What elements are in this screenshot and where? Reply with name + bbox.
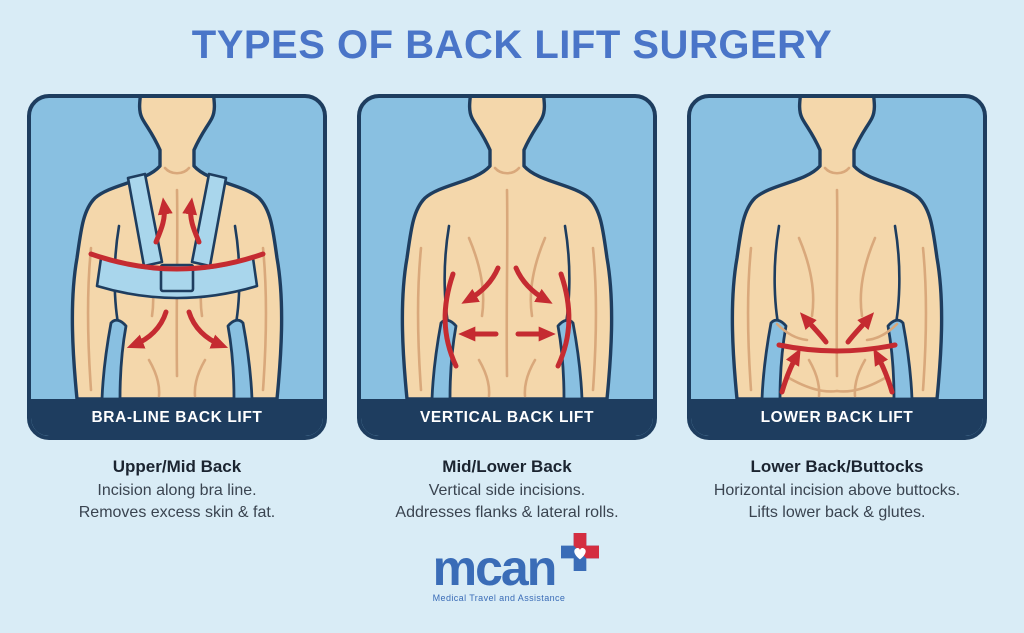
panel-bra-line-back-lift: BRA-LINE BACK LIFT — [27, 94, 327, 440]
description-lower: Lower Back/Buttocks Horizontal incision … — [687, 457, 987, 523]
description-line: Horizontal incision above buttocks. — [713, 482, 961, 499]
vertical-incision-lines — [442, 271, 572, 369]
lift-arrows — [126, 197, 229, 349]
description-heading: Lower Back/Buttocks — [750, 457, 924, 476]
panels-row: BRA-LINE BACK LIFT VERTICAL BACK LIFT — [0, 94, 1024, 440]
description-line: Removes excess skin & fat. — [78, 503, 276, 521]
page-title: TYPES OF BACK LIFT SURGERY — [191, 23, 833, 67]
lift-arrows — [779, 312, 895, 395]
bra-line-incision-line — [88, 251, 266, 272]
medical-cross-heart-icon — [561, 533, 600, 572]
panel-band-label: BRA-LINE BACK LIFT — [31, 399, 323, 436]
lower-lift-illustration — [691, 98, 983, 399]
bare-back-horizontal-incision-icon — [730, 98, 944, 399]
panel-band-label: LOWER BACK LIFT — [691, 399, 983, 436]
description-line: Addresses flanks & lateral rolls. — [395, 503, 619, 521]
description-bra-line: Upper/Mid Back Incision along bra line. … — [27, 457, 327, 523]
female-back-with-bra-icon — [70, 98, 284, 399]
description-line: Vertical side incisions. — [428, 482, 586, 499]
panel-vertical-back-lift: VERTICAL BACK LIFT — [357, 94, 657, 440]
bra-line-illustration — [31, 98, 323, 399]
descriptions-row: Upper/Mid Back Incision along bra line. … — [0, 457, 1024, 523]
description-heading: Upper/Mid Back — [112, 457, 242, 476]
mcan-logo: mcan Medical Travel and Assistance — [432, 533, 600, 603]
panel-band-label: VERTICAL BACK LIFT — [361, 399, 653, 436]
description-heading: Mid/Lower Back — [442, 457, 572, 476]
bare-back-vertical-incisions-icon — [400, 98, 614, 399]
logo-tagline: Medical Travel and Assistance — [432, 592, 566, 603]
vertical-lift-illustration — [361, 98, 653, 399]
description-line: Incision along bra line. — [97, 482, 257, 499]
tightening-arrows — [458, 265, 556, 342]
logo-wordmark: mcan — [432, 540, 558, 597]
description-vertical: Mid/Lower Back Vertical side incisions. … — [357, 457, 657, 523]
horizontal-incision-line — [776, 342, 898, 354]
panel-lower-back-lift: LOWER BACK LIFT — [687, 94, 987, 440]
description-line: Lifts lower back & glutes. — [748, 503, 926, 521]
